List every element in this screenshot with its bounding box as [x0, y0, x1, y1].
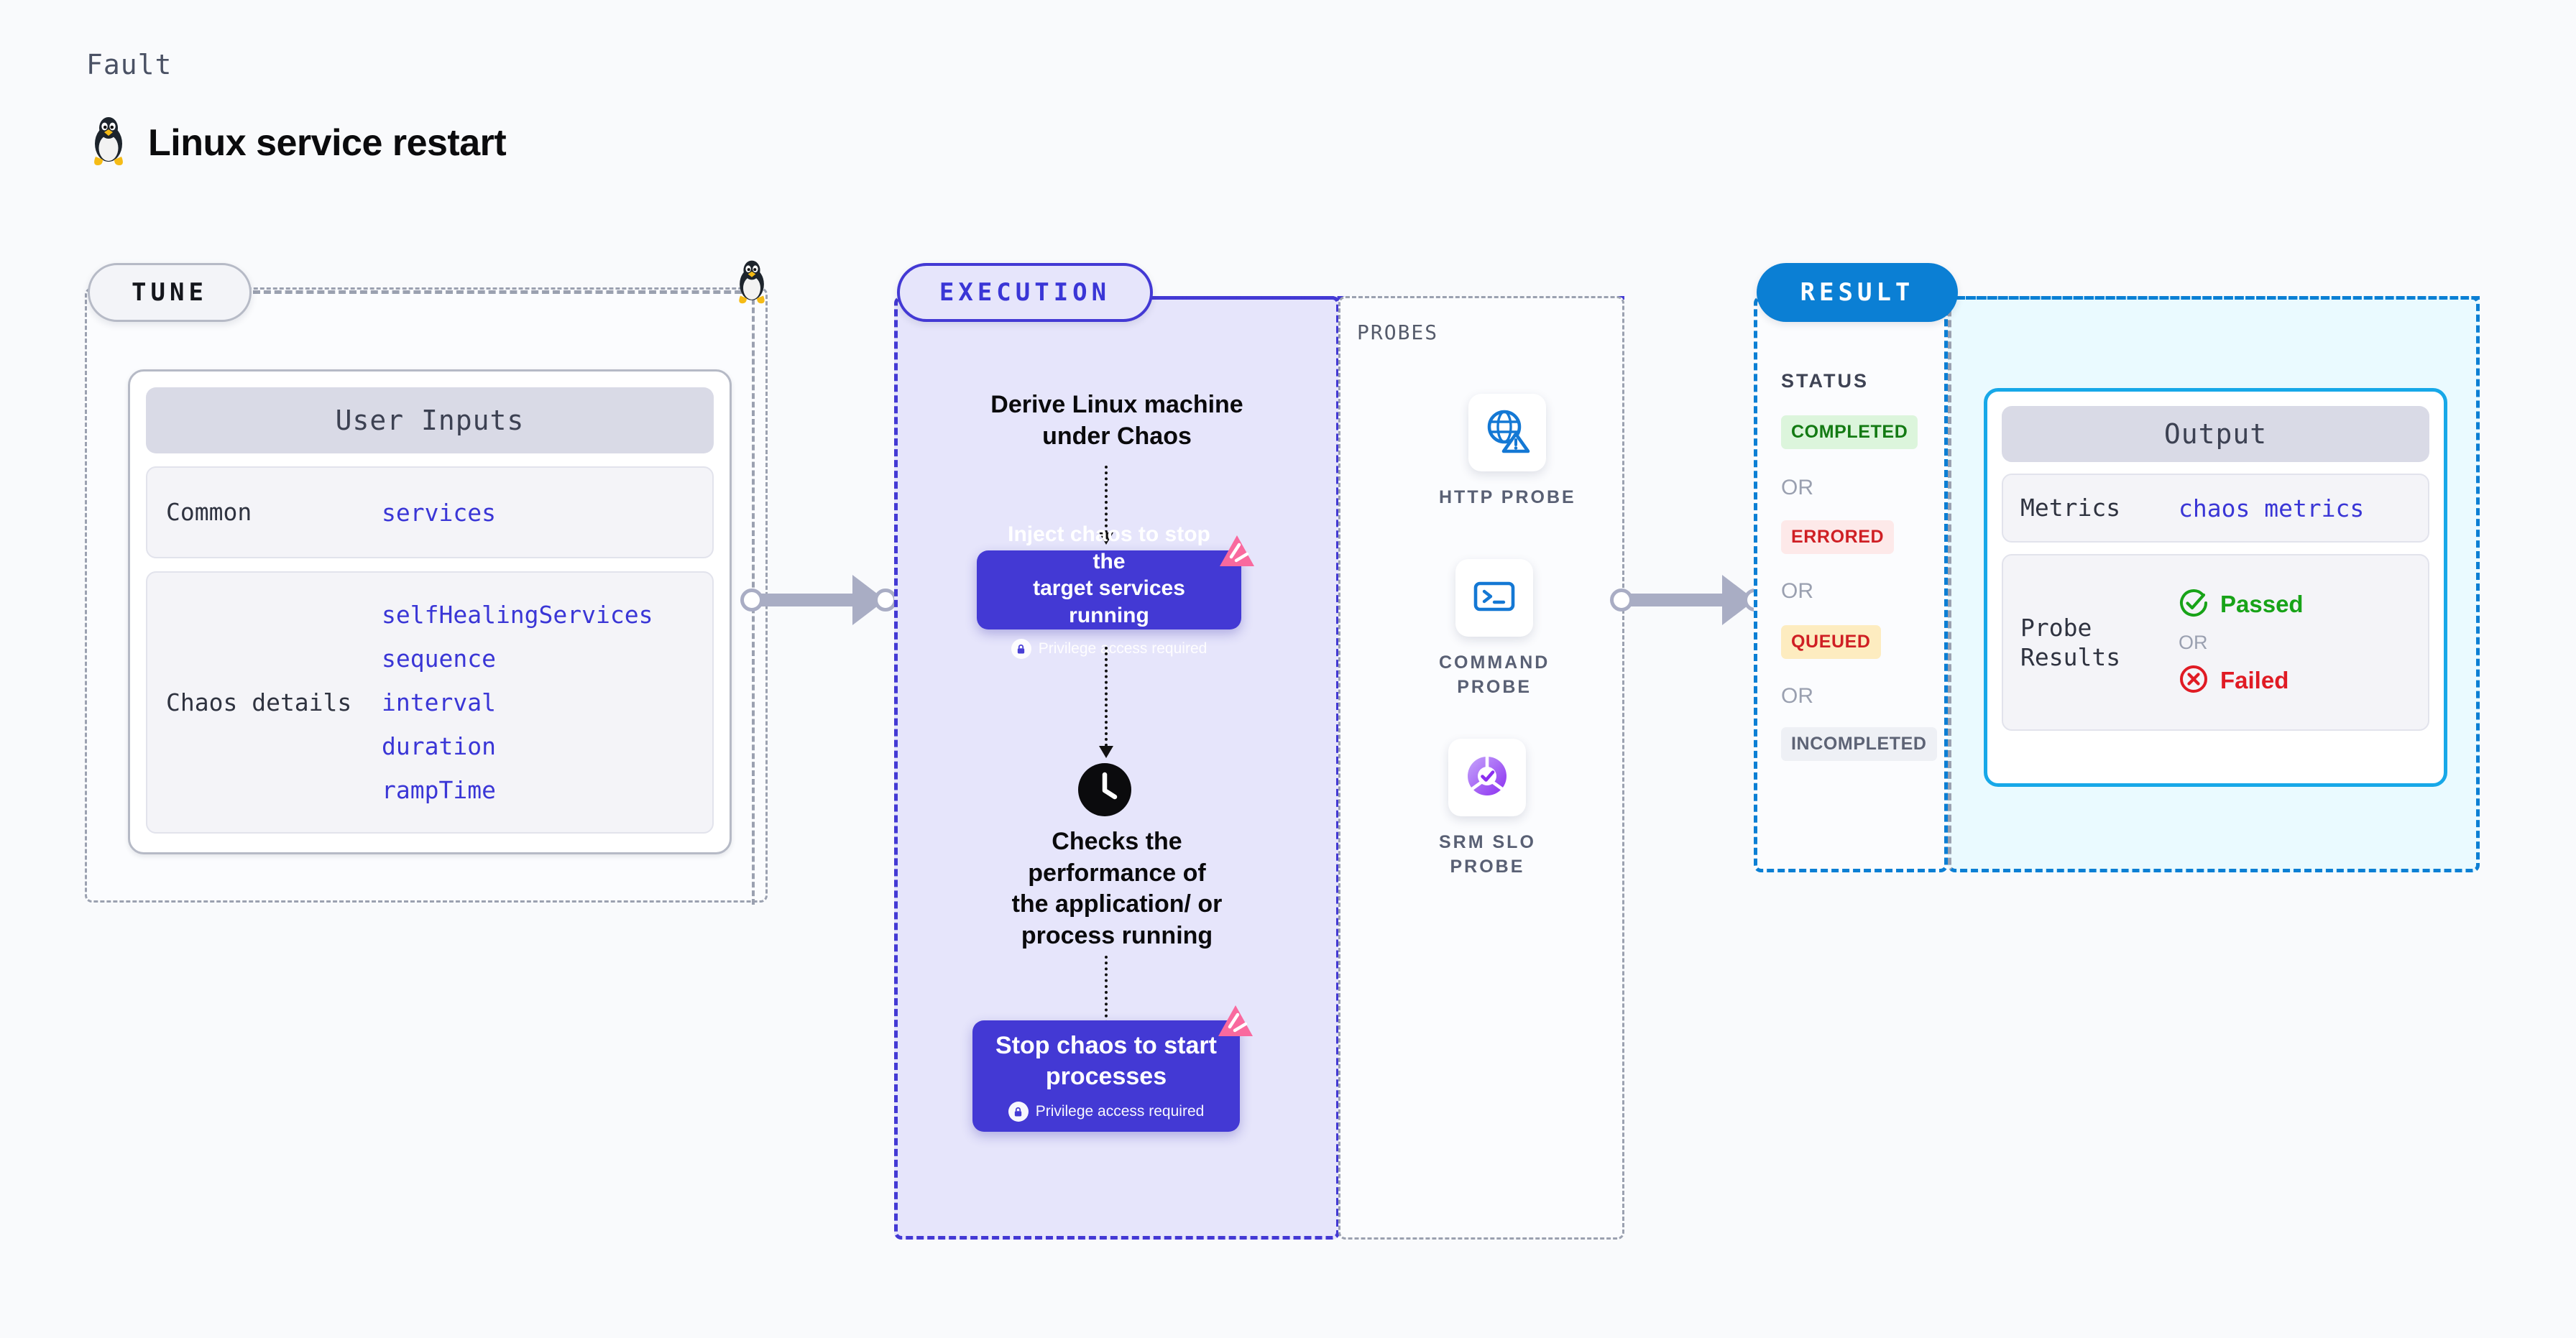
execution-step-derive-text: Derive Linux machine under Chaos [990, 391, 1243, 450]
tune-dashed-connector [253, 290, 753, 294]
probe-result-passed-label: Passed [2220, 591, 2304, 617]
probe-http-tile[interactable] [1468, 394, 1547, 471]
probe-result-or: OR [2179, 631, 2208, 653]
probe-command[interactable]: COMMAND PROBE [1439, 559, 1550, 700]
page-title-row: Linux service restart [88, 115, 507, 170]
page-title: Linux service restart [148, 121, 507, 164]
execution-stage-pill[interactable]: EXECUTION [897, 263, 1153, 322]
output-heading: Output [2002, 406, 2429, 462]
probe-srm-slo-tile[interactable] [1448, 739, 1527, 816]
probe-http[interactable]: HTTP PROBE [1439, 394, 1576, 510]
status-badge-completed: COMPLETED [1781, 415, 1918, 449]
tune-linux-marker-icon [733, 259, 770, 308]
tune-pill-label: TUNE [132, 278, 208, 307]
user-inputs-heading: User Inputs [146, 387, 714, 453]
result-status-label: STATUS [1781, 370, 1869, 392]
execution-card-stop-chaos[interactable]: Stop chaos to start processes Privilege … [972, 1005, 1253, 1132]
stop-chaos-title: Stop chaos to start processes [995, 1032, 1217, 1090]
tune-row-chaos-key: Chaos details [166, 688, 352, 716]
tune-stage-pill[interactable]: TUNE [88, 263, 252, 322]
lock-icon [1008, 1102, 1029, 1122]
x-circle-icon [2179, 664, 2209, 698]
output-panel: Output Metrics chaos metrics Probe Resul… [1984, 388, 2447, 787]
execution-arrow-2 [1099, 647, 1113, 758]
user-inputs-panel: User Inputs Common services Chaos detail… [128, 369, 732, 854]
tune-row-chaos-details: Chaos details selfHealingServices sequen… [146, 571, 714, 834]
status-or-3: OR [1781, 684, 1813, 708]
output-metrics-key: Metrics [2020, 494, 2121, 522]
execution-card-inject-chaos[interactable]: Inject chaos to stop the target services… [977, 522, 1254, 659]
status-badge-incompleted: INCOMPLETED [1781, 727, 1937, 761]
check-circle-icon [2179, 588, 2209, 622]
globe-warning-icon [1483, 407, 1532, 459]
stop-chaos-privilege-text: Privilege access required [1035, 1103, 1205, 1120]
status-badge-queued: QUEUED [1781, 625, 1881, 659]
execution-step-checks-text: Checks the performance of the applicatio… [1011, 828, 1223, 949]
inject-chaos-privilege-text: Privilege access required [1038, 640, 1208, 657]
probes-section-label: PROBES [1357, 320, 1439, 344]
status-or-2: OR [1781, 579, 1813, 603]
tune-row-chaos-values: selfHealingServices sequence interval du… [382, 601, 653, 804]
harness-triangle-icon [1215, 533, 1259, 572]
output-probe-results-key: Probe Results [2020, 613, 2121, 671]
probe-http-label: HTTP PROBE [1439, 487, 1576, 507]
result-to-output-dashed [1958, 296, 2480, 300]
tune-row-common-value[interactable]: services [382, 498, 496, 527]
execution-arrow-1 [1099, 466, 1113, 545]
clock-icon [1077, 762, 1133, 821]
lock-icon [1011, 639, 1031, 659]
output-metrics-value[interactable]: chaos metrics [2179, 494, 2365, 522]
tune-value-interval[interactable]: interval [382, 688, 496, 716]
linux-penguin-icon [88, 115, 129, 170]
fault-kicker-label: Fault [86, 49, 172, 80]
harness-triangle-icon [1214, 1003, 1257, 1042]
tune-value-ramptime[interactable]: rampTime [382, 776, 496, 804]
probe-result-passed: Passed [2179, 588, 2304, 622]
execution-pill-label: EXECUTION [939, 278, 1111, 307]
tune-value-duration[interactable]: duration [382, 732, 496, 760]
result-pill-label: RESULT [1800, 278, 1915, 307]
inject-chaos-privilege-note: Privilege access required [1011, 639, 1208, 659]
output-row-probe-results: Probe Results Passed OR [2002, 554, 2429, 731]
probe-srm-slo[interactable]: SRM SLO PROBE [1439, 739, 1536, 880]
connector-execution-to-result [1610, 575, 1767, 625]
status-badge-errored: ERRORED [1781, 520, 1895, 554]
tune-row-common: Common services [146, 466, 714, 558]
result-stage-pill[interactable]: RESULT [1757, 263, 1958, 322]
slo-donut-check-icon [1463, 752, 1512, 804]
terminal-icon [1471, 573, 1518, 624]
probe-result-failed-label: Failed [2220, 667, 2289, 693]
tune-value-selfhealingservices[interactable]: selfHealingServices [382, 601, 653, 629]
probe-srm-slo-label: SRM SLO PROBE [1439, 832, 1536, 877]
tune-value-sequence[interactable]: sequence [382, 645, 496, 673]
probe-command-tile[interactable] [1455, 559, 1534, 637]
output-probe-results-values: Passed OR Failed [2179, 588, 2304, 698]
probe-command-label: COMMAND PROBE [1439, 652, 1550, 697]
output-row-metrics: Metrics chaos metrics [2002, 474, 2429, 543]
status-or-1: OR [1781, 476, 1813, 499]
probe-result-failed: Failed [2179, 664, 2304, 698]
stop-chaos-privilege-note: Privilege access required [1008, 1102, 1205, 1122]
connector-tune-to-execution [740, 575, 897, 625]
tune-row-common-key: Common [166, 498, 252, 527]
inject-chaos-title: Inject chaos to stop the target services… [1008, 522, 1210, 627]
